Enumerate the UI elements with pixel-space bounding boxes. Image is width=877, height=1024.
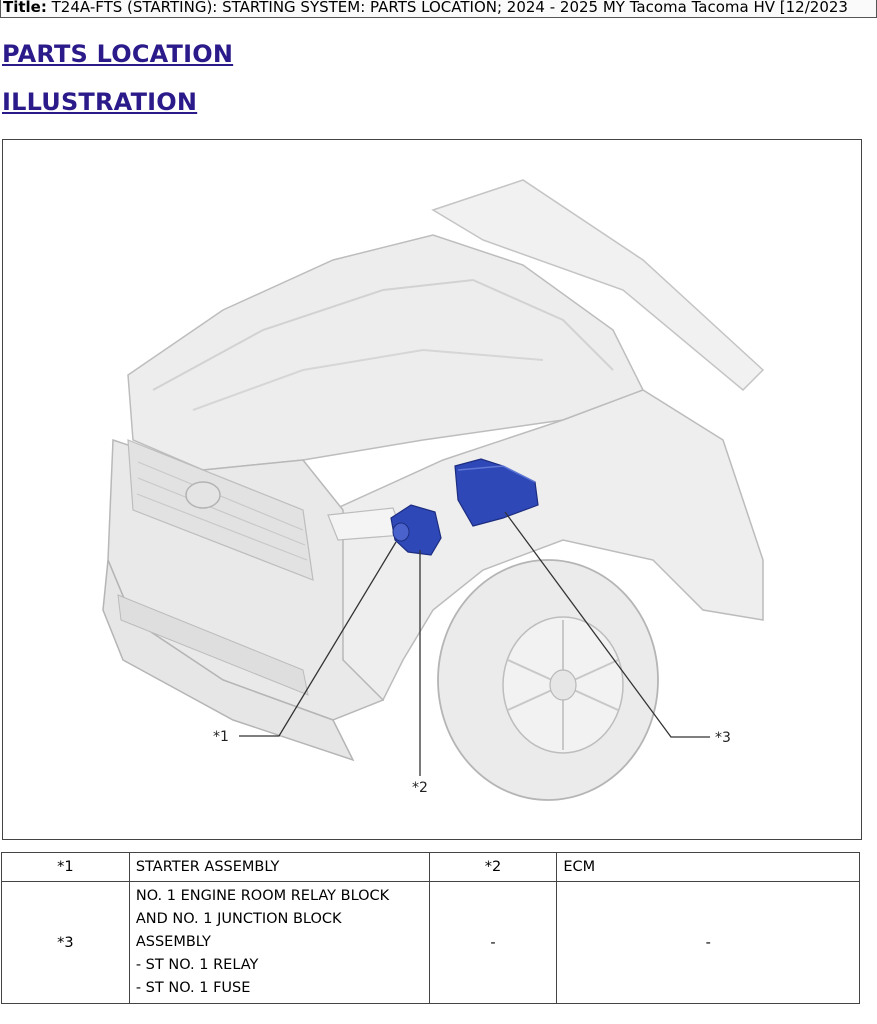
parts-location-heading[interactable]: PARTS LOCATION — [2, 40, 234, 68]
windshield-shape — [431, 179, 765, 392]
parts-legend-table: *1 STARTER ASSEMBLY *2 ECM *3 NO. 1 ENGI… — [1, 852, 860, 1004]
part-name-line: NO. 1 ENGINE ROOM RELAY BLOCK — [135, 888, 390, 904]
hub-shape — [549, 669, 577, 701]
part-name-cell: - — [556, 881, 860, 1004]
hood-crease-2 — [192, 348, 544, 411]
lower-grille — [117, 594, 309, 696]
part-name-line: ASSEMBLY — [135, 934, 211, 950]
part-name-cell: NO. 1 ENGINE ROOM RELAY BLOCK AND NO. 1 … — [128, 881, 430, 1004]
starter-assembly-part — [390, 504, 442, 556]
part-name-line: - ST NO. 1 FUSE — [135, 980, 251, 996]
title-label: Title: — [3, 0, 47, 16]
truck-front-drawing: *1 *2 *3 — [102, 179, 765, 801]
fender-shape — [332, 389, 764, 702]
callout-code-cell: - — [428, 881, 558, 1004]
leader-lines — [239, 511, 710, 776]
part-name-cell: ECM — [556, 852, 860, 882]
callout-code-cell: *3 — [1, 881, 130, 1004]
parts-location-illustration: *1 *2 *3 — [2, 139, 862, 840]
part-name-line: - ST NO. 1 RELAY — [135, 957, 259, 973]
hood-crease — [152, 278, 614, 391]
callout-code-cell: *2 — [428, 852, 558, 882]
table-row: *1 STARTER ASSEMBLY *2 ECM — [1, 852, 860, 882]
callout-2: *2 — [412, 780, 428, 796]
table-row: *3 NO. 1 ENGINE ROOM RELAY BLOCK AND NO.… — [1, 881, 860, 1004]
title-text: T24A-FTS (STARTING): STARTING SYSTEM: PA… — [51, 0, 848, 16]
relay-block-part — [454, 458, 539, 527]
callout-1: *1 — [213, 729, 229, 745]
part-name-cell: STARTER ASSEMBLY — [128, 852, 430, 882]
callout-code-cell: *1 — [1, 852, 130, 882]
illustration-heading[interactable]: ILLUSTRATION — [2, 88, 198, 116]
emblem-shape — [185, 481, 221, 509]
bumper-shape — [102, 559, 355, 762]
callout-3: *3 — [715, 730, 731, 746]
document-title-bar: Title: T24A-FTS (STARTING): STARTING SYS… — [0, 0, 877, 18]
part-name-line: AND NO. 1 JUNCTION BLOCK — [135, 911, 342, 927]
